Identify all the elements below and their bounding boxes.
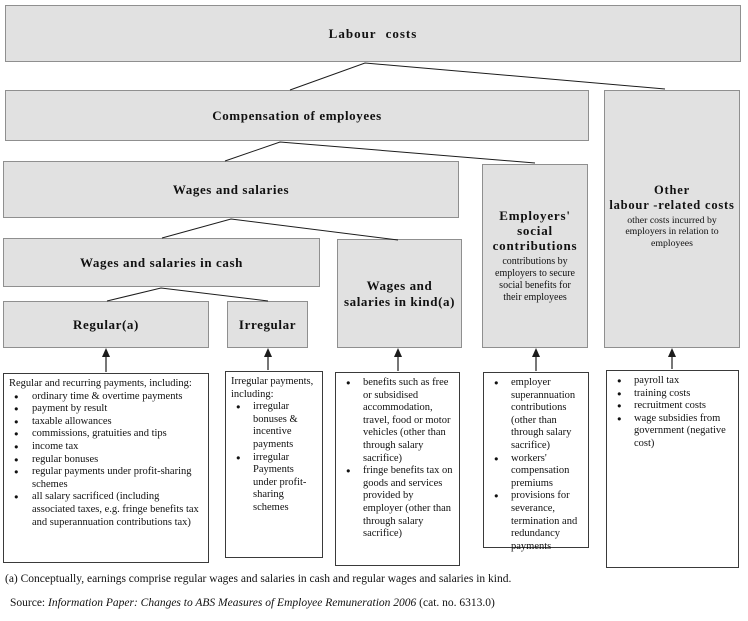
list-item: regular bonuses xyxy=(8,454,204,467)
detail-box-other-costs: payroll tax training costs recruitment c… xyxy=(606,370,739,568)
node-cash-title: Wages and salaries in cash xyxy=(80,254,243,270)
node-regular: Regular(a) xyxy=(3,301,209,348)
list-item: regular payments under profit-sharing sc… xyxy=(8,466,204,491)
node-compensation-of-employees: Compensation of employees xyxy=(5,90,589,141)
detail-kind-list: benefits such as free or subsidised acco… xyxy=(340,377,455,541)
detail-box-social-contributions: employer superannuation contributions (o… xyxy=(483,372,589,552)
list-item: taxable allowances xyxy=(8,416,204,429)
list-item: training costs xyxy=(611,388,734,401)
list-item: ordinary time & overtime payments xyxy=(8,391,204,404)
arrowhead-kind xyxy=(394,348,402,357)
detail-social-list: employer superannuation contributions (o… xyxy=(488,377,584,553)
node-kind-title-line2: salaries in kind(a) xyxy=(343,293,456,309)
node-regular-title: Regular(a) xyxy=(73,316,139,332)
list-item: recruitment costs xyxy=(611,400,734,413)
arrowhead-regular xyxy=(102,348,110,357)
list-item: wage subsidies from government (negative… xyxy=(611,413,734,451)
detail-regular-intro: Regular and recurring payments, includin… xyxy=(9,378,192,389)
node-other-labour-related-costs: Other labour -related costs other costs … xyxy=(604,90,740,348)
node-wages-and-salaries: Wages and salaries xyxy=(3,161,459,218)
node-irregular: Irregular xyxy=(227,301,308,348)
list-item: benefits such as free or subsidised acco… xyxy=(340,377,455,465)
detail-regular-list: ordinary time & overtime payments paymen… xyxy=(8,391,204,530)
list-item: payment by result xyxy=(8,403,204,416)
node-kind-title-line1: Wages and xyxy=(366,278,433,294)
source-prefix: Source: xyxy=(10,597,49,609)
node-labour-costs-title: Labour costs xyxy=(328,25,418,41)
detail-irregular-intro: Irregular payments, including: xyxy=(231,376,314,400)
footnote-a: (a) Conceptually, earnings comprise regu… xyxy=(5,573,512,585)
node-esc-title-line1: Employers' xyxy=(499,207,571,223)
fork-wages-salaries-to-children xyxy=(161,218,399,241)
list-item: income tax xyxy=(8,441,204,454)
detail-irregular-list: irregular bonuses & incentive payments i… xyxy=(230,401,318,514)
node-other-title-line2: labour -related costs xyxy=(609,197,735,212)
list-item: payroll tax xyxy=(611,375,734,388)
source-title: Information Paper: Changes to ABS Measur… xyxy=(48,597,417,609)
node-other-subtext: other costs incurred by employers in rel… xyxy=(625,214,719,250)
arrowhead-other xyxy=(668,348,676,357)
list-item: all salary sacrificed (including associa… xyxy=(8,491,204,529)
fork-compensation-to-children xyxy=(224,141,536,164)
node-other-title-line1: Other xyxy=(654,183,690,197)
list-item: provisions for severance, termination an… xyxy=(488,490,584,553)
node-compensation-title: Compensation of employees xyxy=(212,107,382,123)
detail-box-irregular-payments: Irregular payments, including: irregular… xyxy=(225,371,323,558)
detail-box-wages-in-kind: benefits such as free or subsidised acco… xyxy=(335,372,460,566)
detail-other-list: payroll tax training costs recruitment c… xyxy=(611,375,734,451)
source-suffix: (cat. no. 6313.0) xyxy=(416,597,495,609)
node-irregular-title: Irregular xyxy=(238,316,297,332)
footnote-source: Source: Information Paper: Changes to AB… xyxy=(10,597,748,609)
node-wages-salaries-in-cash: Wages and salaries in cash xyxy=(3,238,320,287)
list-item: commissions, gratuities and tips xyxy=(8,428,204,441)
fork-labour-to-children xyxy=(289,62,666,91)
list-item: irregular bonuses & incentive payments xyxy=(230,401,318,451)
node-employers-social-contributions: Employers' social contributions contribu… xyxy=(482,164,588,348)
node-esc-title-line3: contributions xyxy=(492,238,578,254)
node-wages-salaries-title: Wages and salaries xyxy=(172,181,290,197)
list-item: workers' compensation premiums xyxy=(488,453,584,491)
node-esc-title-line2: social xyxy=(517,222,553,238)
fork-cash-to-children xyxy=(106,287,269,302)
arrowhead-irregular xyxy=(264,348,272,357)
list-item: employer superannuation contributions (o… xyxy=(488,377,584,453)
list-item: irregular Payments under profit-sharing … xyxy=(230,452,318,515)
arrowhead-social xyxy=(532,348,540,357)
list-item: fringe benefits tax on goods and service… xyxy=(340,465,455,541)
node-wages-salaries-in-kind: Wages and salaries in kind(a) xyxy=(337,239,462,348)
node-labour-costs: Labour costs xyxy=(5,5,741,62)
node-esc-subtext: contributions by employers to secure soc… xyxy=(495,255,575,304)
detail-box-regular-payments: Regular and recurring payments, includin… xyxy=(3,373,209,563)
